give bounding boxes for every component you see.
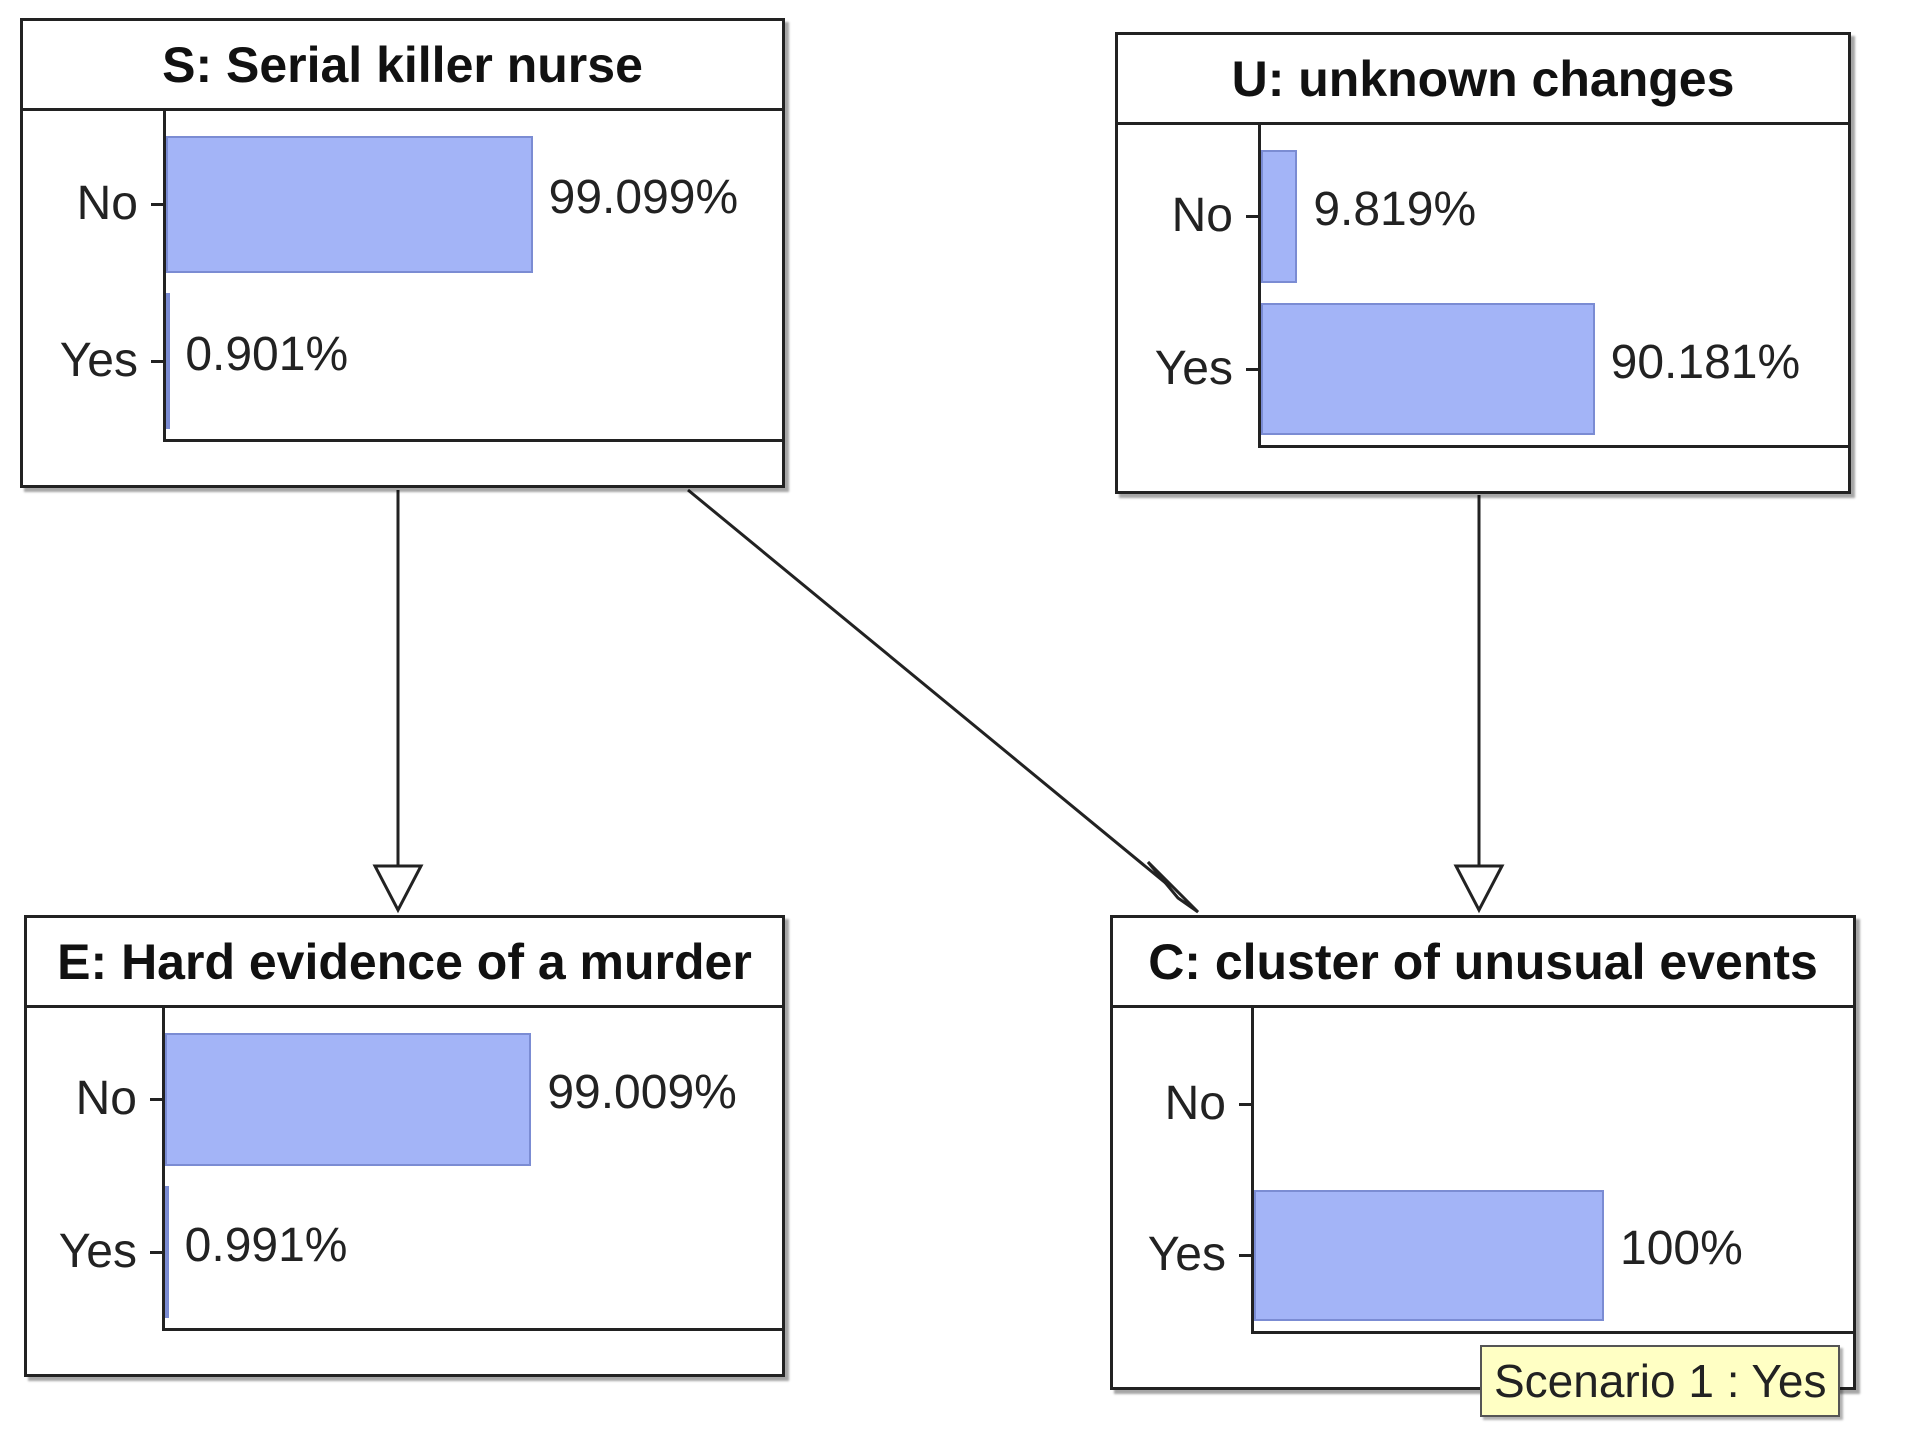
chart-axis-vertical [163, 111, 166, 439]
state-label-yes: Yes [58, 1224, 137, 1278]
state-chart: No 9.819% Yes 90.181% [1118, 125, 1848, 491]
chart-axis-vertical [1258, 125, 1261, 445]
probability-bar-no [166, 136, 533, 273]
state-tick [151, 359, 163, 363]
probability-bar-no [165, 1033, 532, 1166]
state-tick [1246, 367, 1258, 371]
probability-value-no: 9.819% [1313, 183, 1477, 237]
state-tick [1246, 215, 1258, 219]
probability-value-yes: 0.991% [184, 1218, 348, 1272]
state-tick [150, 1250, 162, 1254]
probability-value-no: 99.099% [548, 171, 739, 225]
probability-bar-yes [1254, 1189, 1604, 1321]
chart-axis-vertical [162, 1008, 165, 1328]
state-label-no: No [75, 1072, 137, 1126]
arrowhead-s-to-c [1146, 860, 1200, 914]
probability-value-no: 99.009% [547, 1066, 737, 1120]
scenario-tooltip: Scenario 1 : Yes [1480, 1345, 1841, 1417]
arrowhead-u-to-c [1453, 864, 1505, 914]
edge-s-to-c [687, 488, 1169, 887]
chart-axis-horizontal [1258, 445, 1848, 448]
state-label-no: No [1171, 189, 1233, 243]
chart-axis-vertical [1251, 1008, 1254, 1331]
probability-bar-yes [166, 292, 170, 429]
chart-axis-horizontal [163, 439, 782, 442]
chart-axis-horizontal [1251, 1331, 1853, 1334]
probability-bar-yes [165, 1185, 169, 1318]
probability-value-yes: 100% [1620, 1222, 1743, 1276]
probability-bar-no [1261, 150, 1298, 283]
state-tick [1239, 1254, 1251, 1258]
state-chart: No 99.009% Yes 0.991% [27, 1008, 782, 1374]
probability-value-yes: 90.181% [1610, 335, 1801, 389]
probability-value-yes: 0.901% [185, 327, 349, 381]
probability-bar-yes [1261, 302, 1595, 435]
state-label-no: No [76, 177, 138, 231]
arrowhead-s-to-e [372, 864, 424, 914]
state-chart: No 99.099% Yes 0.901% [23, 111, 782, 485]
node-title: S: Serial killer nurse [23, 21, 782, 111]
state-tick [150, 1098, 162, 1102]
state-label-no: No [1164, 1076, 1226, 1130]
node-title: C: cluster of unusual events [1113, 918, 1853, 1008]
node-title: E: Hard evidence of a murder [27, 918, 782, 1008]
state-tick [1239, 1102, 1251, 1106]
state-label-yes: Yes [59, 333, 138, 387]
chart-axis-horizontal [162, 1328, 782, 1331]
state-label-yes: Yes [1154, 341, 1233, 395]
state-label-yes: Yes [1147, 1228, 1226, 1282]
state-tick [151, 203, 163, 207]
node-title: U: unknown changes [1118, 35, 1848, 125]
